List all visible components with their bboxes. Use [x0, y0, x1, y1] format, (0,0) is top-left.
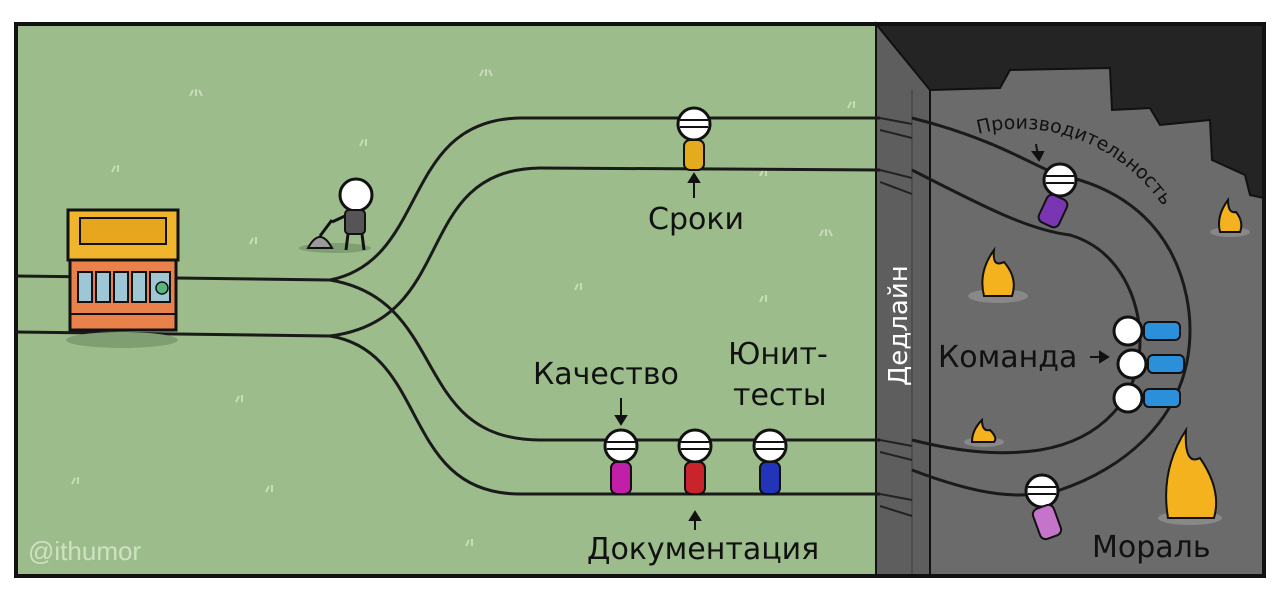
label-quality: Качество — [533, 357, 679, 392]
tied-person-documentation — [677, 428, 713, 495]
tied-people-team — [1112, 315, 1185, 414]
tied-person-deadlines — [676, 106, 712, 171]
label-morale: Мораль — [1092, 530, 1211, 565]
fire-icons — [964, 196, 1250, 525]
tied-person-productivity — [1037, 162, 1078, 229]
grass-tufts — [71, 69, 855, 547]
tied-person-quality — [603, 428, 639, 495]
watermark: @ithumor — [28, 536, 142, 566]
tied-person-morale — [1024, 473, 1063, 541]
label-unit-tests-line1: Юнит- — [728, 337, 828, 372]
label-deadlines: Сроки — [648, 202, 744, 237]
label-documentation: Документация — [587, 532, 820, 567]
label-arrows — [614, 143, 1110, 530]
tram — [66, 208, 180, 332]
label-deadline-wall: Дедлайн — [884, 265, 914, 386]
label-unit-tests-line2: тесты — [733, 378, 827, 413]
lever-person — [306, 177, 374, 251]
label-team: Команда — [938, 340, 1078, 375]
tied-person-unit-tests — [752, 428, 788, 495]
